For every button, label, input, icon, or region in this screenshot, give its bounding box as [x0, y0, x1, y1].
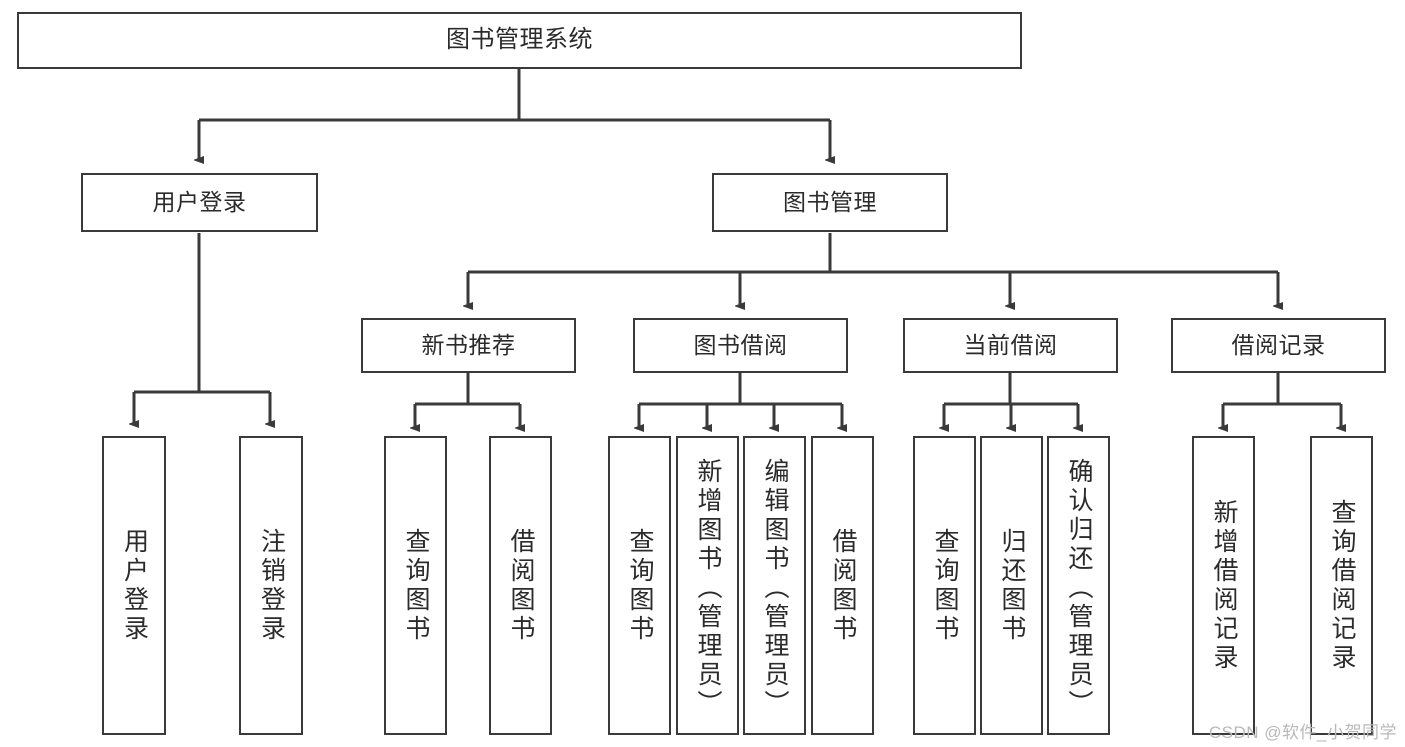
- leaf-newbook-borrow-book-label: 借阅图书: [507, 527, 535, 644]
- leaf-user-logout[interactable]: 注销登录: [239, 436, 303, 735]
- node-borrow-records[interactable]: 借阅记录: [1171, 318, 1386, 373]
- leaf-borrow-query-book-label: 查询图书: [626, 527, 654, 644]
- leaf-user-logout-label: 注销登录: [257, 527, 286, 644]
- leaf-records-query-record-label: 查询借阅记录: [1328, 498, 1356, 673]
- leaf-newbook-borrow-book[interactable]: 借阅图书: [489, 436, 552, 735]
- leaf-newbook-query-book[interactable]: 查询图书: [384, 436, 447, 735]
- leaf-user-login-label: 用户登录: [120, 527, 149, 644]
- node-current-borrow[interactable]: 当前借阅: [903, 318, 1118, 373]
- leaf-current-query-book-label: 查询图书: [931, 527, 959, 644]
- watermark: CSDN @软件_小贺同学: [1208, 723, 1397, 742]
- node-root-label: 图书管理系统: [446, 26, 593, 54]
- leaf-records-query-record[interactable]: 查询借阅记录: [1310, 436, 1373, 735]
- node-root[interactable]: 图书管理系统: [17, 12, 1022, 69]
- leaf-borrow-borrow-book-label: 借阅图书: [829, 527, 857, 644]
- leaf-borrow-query-book[interactable]: 查询图书: [608, 436, 671, 735]
- leaf-current-query-book[interactable]: 查询图书: [913, 436, 976, 735]
- leaf-records-add-record-label: 新增借阅记录: [1210, 498, 1238, 673]
- leaf-borrow-add-book-admin-label: 新增图书（管理员）: [694, 458, 722, 719]
- node-current-borrow-label: 当前借阅: [963, 331, 1058, 358]
- node-book-management-label: 图书管理: [783, 188, 877, 215]
- leaf-user-login[interactable]: 用户登录: [102, 436, 166, 735]
- node-book-management[interactable]: 图书管理: [712, 173, 948, 232]
- node-book-borrow-label: 图书借阅: [693, 331, 788, 358]
- node-borrow-records-label: 借阅记录: [1231, 331, 1326, 358]
- leaf-current-confirm-return-admin-label: 确认归还（管理员）: [1065, 458, 1093, 719]
- leaf-current-confirm-return-admin[interactable]: 确认归还（管理员）: [1047, 436, 1110, 735]
- leaf-borrow-edit-book-admin-label: 编辑图书（管理员）: [761, 458, 789, 719]
- leaf-current-return-book[interactable]: 归还图书: [980, 436, 1043, 735]
- leaf-borrow-borrow-book[interactable]: 借阅图书: [811, 436, 874, 735]
- leaf-borrow-edit-book-admin[interactable]: 编辑图书（管理员）: [743, 436, 806, 735]
- leaf-records-add-record[interactable]: 新增借阅记录: [1192, 436, 1255, 735]
- node-book-borrow[interactable]: 图书借阅: [633, 318, 848, 373]
- leaf-newbook-query-book-label: 查询图书: [402, 527, 430, 644]
- node-new-book-recommend-label: 新书推荐: [421, 331, 516, 358]
- leaf-borrow-add-book-admin[interactable]: 新增图书（管理员）: [676, 436, 739, 735]
- node-user-login-label: 用户登录: [152, 188, 247, 215]
- leaf-current-return-book-label: 归还图书: [998, 527, 1026, 644]
- node-user-login[interactable]: 用户登录: [81, 173, 318, 232]
- node-new-book-recommend[interactable]: 新书推荐: [361, 318, 576, 373]
